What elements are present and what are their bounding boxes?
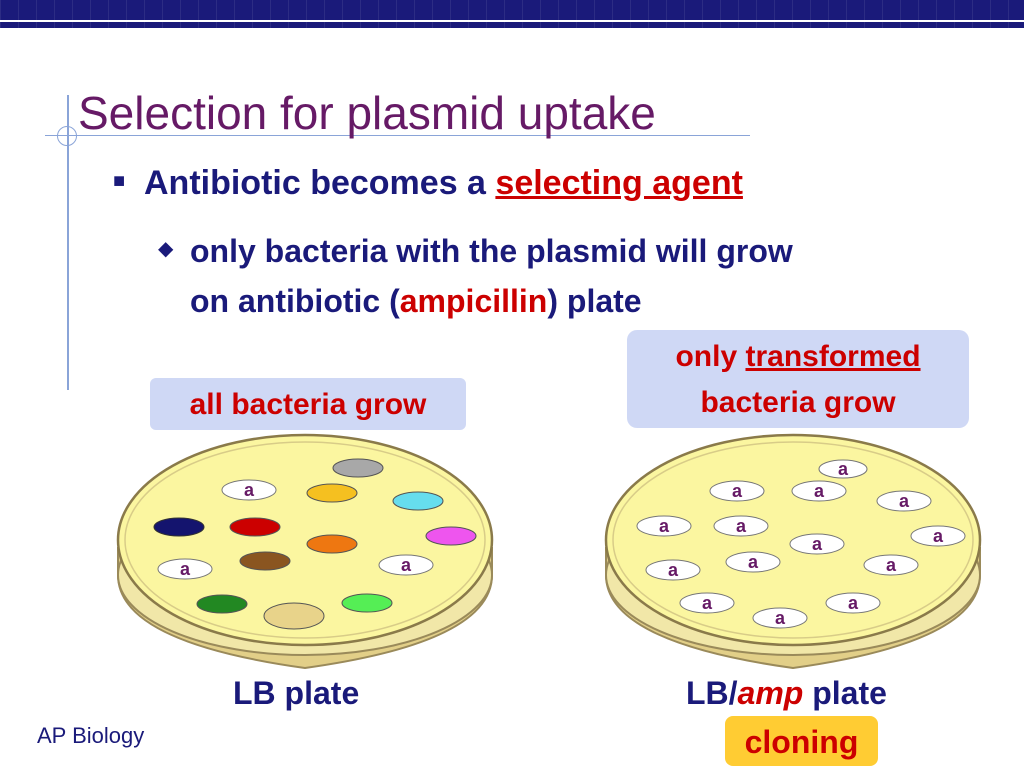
transformed-term: transformed	[745, 340, 921, 373]
colony-a-label: a	[899, 491, 910, 511]
colony-a-label: a	[659, 516, 670, 536]
colony-green	[196, 594, 248, 614]
colony-magenta	[425, 526, 477, 546]
bullet-2-post: ) plate	[547, 283, 642, 319]
colony-red	[229, 517, 281, 537]
lb-amp-post: plate	[803, 675, 887, 711]
square-bullet-icon: ■	[113, 170, 126, 192]
header-bar	[0, 0, 1024, 36]
amp-term: amp	[737, 675, 804, 711]
ampicillin-term: ampicillin	[399, 283, 548, 319]
colony-lightgreen	[341, 593, 393, 613]
colony-cyan	[392, 491, 444, 511]
colony-a-label: a	[748, 552, 759, 572]
lb-plate: a a a	[116, 433, 494, 670]
bullet-1: Antibiotic becomes a selecting agent	[144, 164, 743, 203]
colony-yellow	[306, 483, 358, 503]
colony-a-label: a	[838, 459, 849, 479]
callout-all-bacteria: all bacteria grow	[150, 378, 466, 430]
lb-amp-pre: LB/	[686, 675, 738, 711]
lb-plate-label: LB plate	[233, 675, 360, 711]
callout-transformed-line-2: bacteria grow	[700, 386, 896, 419]
colony-orange	[306, 534, 358, 554]
bullet-2-line-1: only bacteria with the plasmid will grow	[190, 233, 793, 269]
colony-a-label: a	[775, 608, 786, 628]
bullet-2-pre: on antibiotic (	[190, 283, 400, 319]
colony-a-label: a	[668, 560, 679, 580]
colony-a-label: a	[814, 481, 825, 501]
crosshair-icon	[57, 126, 77, 146]
bullet-2-line-2: on antibiotic (ampicillin) plate	[190, 276, 970, 326]
colony-a-label: a	[736, 516, 747, 536]
selecting-agent-term: selecting agent	[495, 164, 743, 202]
colony-a-label: a	[933, 526, 944, 546]
decorative-horizontal-line	[45, 135, 750, 136]
cloning-tag: cloning	[725, 716, 878, 766]
colony-a-label: a	[180, 559, 191, 579]
colony-gray	[332, 458, 384, 478]
bullet-1-text: Antibiotic becomes a	[144, 164, 496, 202]
footer-course-name: AP Biology	[37, 723, 145, 748]
colony-brown	[239, 551, 291, 571]
callout-transformed-pre: only	[675, 340, 746, 373]
colony-tan	[263, 602, 325, 630]
colony-a-label: a	[401, 555, 412, 575]
colony-navy	[153, 517, 205, 537]
colony-a-label: a	[812, 534, 823, 554]
colony-a-label: a	[732, 481, 743, 501]
colony-a-label: a	[244, 480, 255, 500]
slide-title: Selection for plasmid uptake	[78, 87, 656, 139]
diamond-bullet-icon: ◆	[158, 238, 174, 260]
colony-a-label: a	[702, 593, 713, 613]
lb-amp-plate: a a a a a a a a a a a a a a	[604, 433, 982, 670]
colony-a-label: a	[886, 555, 897, 575]
callout-transformed: only transformed bacteria grow	[627, 330, 969, 428]
callout-transformed-line-1: only transformed	[627, 334, 969, 380]
decorative-vertical-line	[67, 95, 69, 390]
colony-a-label: a	[848, 593, 859, 613]
bullet-2: only bacteria with the plasmid will grow…	[190, 226, 970, 326]
lb-amp-plate-label: LB/amp plate	[686, 675, 887, 712]
